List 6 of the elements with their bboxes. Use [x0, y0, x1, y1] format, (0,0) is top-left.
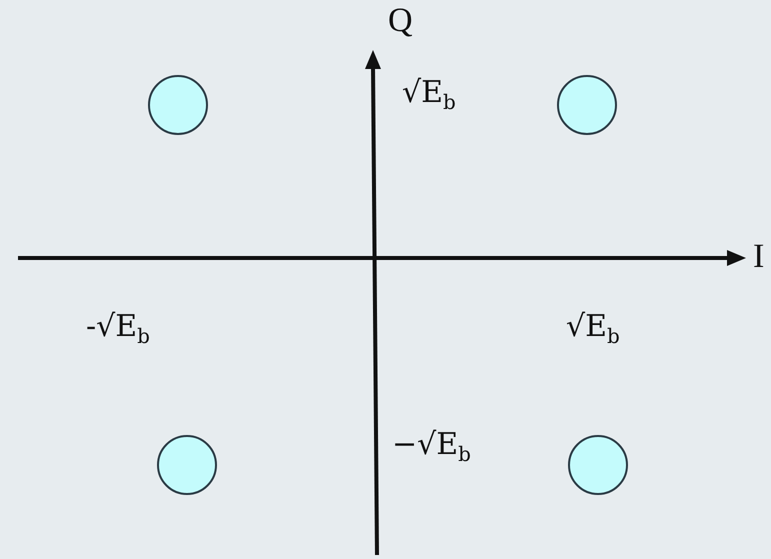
tick-label: -√E$_{b}$	[86, 312, 150, 346]
axis-label: I	[753, 240, 764, 274]
tick-label: −√E$_{b}$	[392, 430, 471, 464]
axis-label: Q	[388, 4, 413, 38]
tick-label: √E$_{b}$	[402, 78, 456, 112]
tick-label: √E$_{b}$	[566, 312, 620, 346]
